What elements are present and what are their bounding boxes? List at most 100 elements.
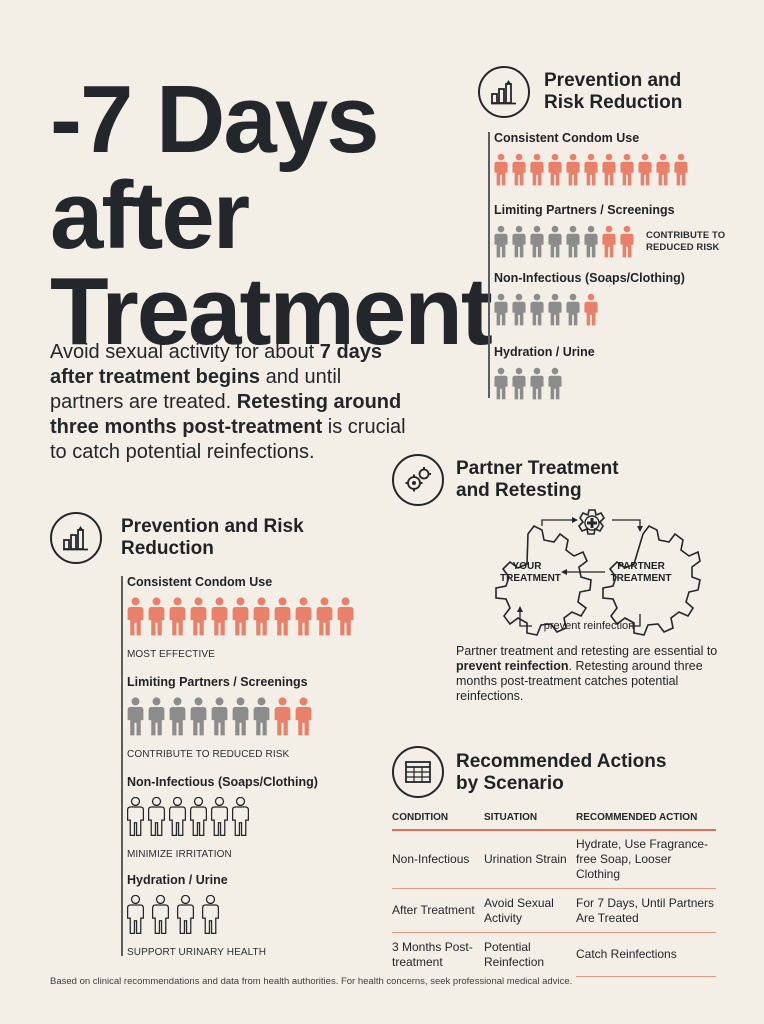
person-icon [494, 367, 508, 400]
table-cell: Catch Reinfections [576, 932, 716, 977]
prevention-top-row-note: CONTRIBUTE TO REDUCED RISK [646, 230, 726, 253]
person-icon [232, 797, 249, 837]
prevention-bottom-row-note: MOST EFFECTIVE [127, 649, 215, 660]
people-icons-row [494, 293, 744, 327]
person-icon [566, 293, 580, 326]
gears-icon [392, 454, 444, 506]
intro-paragraph: Avoid sexual activity for about 7 days a… [50, 341, 406, 463]
table-cell: Non-Infectious [392, 829, 484, 889]
table-cell: After Treatment [392, 888, 484, 933]
prevention-top-rule [488, 132, 490, 398]
person-icon [148, 797, 165, 837]
prevention-bottom-row-label: Non-Infectious (Soaps/Clothing) [127, 775, 318, 789]
people-icons-row [494, 225, 744, 259]
person-icon [169, 697, 186, 736]
person-icon [169, 597, 186, 636]
prevention-bottom-row-note: MINIMIZE IRRITATION [127, 849, 232, 860]
person-icon [211, 597, 228, 636]
person-icon [530, 225, 544, 258]
person-icon [584, 225, 598, 258]
person-icon [232, 597, 249, 636]
medical-cross-gear-icon [577, 509, 606, 535]
people-icons-row [494, 153, 744, 187]
people-icons-row [127, 895, 387, 935]
person-icon [127, 895, 144, 935]
prevention-top-row-3: Non-Infectious (Soaps/Clothing) [494, 271, 744, 345]
treatment-cycle-diagram: YOUR TREATMENT PARTNER TREATMENT prevent… [468, 506, 702, 638]
table-cell: Potential Reinfection [484, 932, 576, 977]
partner-treatment-label: PARTNER TREATMENT [610, 561, 672, 584]
prevention-top-row-label: Non-Infectious (Soaps/Clothing) [494, 271, 685, 285]
person-icon [295, 597, 312, 636]
prevention-bottom-title: Prevention and Risk Reduction [121, 516, 304, 559]
person-icon [337, 597, 354, 636]
person-icon [512, 153, 526, 186]
person-icon [148, 697, 165, 736]
person-icon [211, 697, 228, 736]
person-icon [211, 797, 228, 837]
prevention-top-row-1: Consistent Condom Use [494, 131, 744, 203]
table-cell: Avoid Sexual Activity [484, 888, 576, 933]
person-icon [602, 153, 616, 186]
prevention-top-row-2: Limiting Partners / Screenings CONTRIBUT… [494, 203, 744, 271]
person-icon [494, 293, 508, 326]
table-row: After Treatment Avoid Sexual Activity Fo… [392, 888, 716, 933]
person-icon [602, 225, 616, 258]
table-header-situation: SITUATION [484, 812, 576, 831]
person-icon [253, 597, 270, 636]
prevention-top-row-label: Consistent Condom Use [494, 131, 640, 145]
your-treatment-label: YOUR TREATMENT [500, 561, 561, 584]
person-icon [548, 225, 562, 258]
bar-chart-icon [478, 66, 530, 118]
prevention-bottom-row-label: Consistent Condom Use [127, 575, 273, 589]
partner-icon-wrap [392, 454, 444, 506]
person-icon [566, 153, 580, 186]
person-icon [177, 895, 194, 935]
person-icon [620, 225, 634, 258]
person-icon [530, 153, 544, 186]
person-icon [512, 293, 526, 326]
title-line-2: after [50, 162, 250, 269]
person-icon [190, 597, 207, 636]
page-title: -7 Days after Treatment [50, 66, 493, 365]
table-row: 3 Months Post-treatment Potential Reinfe… [392, 932, 716, 977]
prevention-top-icon-wrap [478, 66, 530, 118]
people-icons-row [127, 697, 387, 737]
person-icon [202, 895, 219, 935]
prevention-bottom-row-note: CONTRIBUTE TO REDUCED RISK [127, 749, 290, 760]
person-icon [274, 597, 291, 636]
prevention-bottom-rule [121, 576, 123, 956]
person-icon [638, 153, 652, 186]
person-icon [127, 697, 144, 736]
prevention-bottom-row-2: Limiting Partners / Screenings CONTRIBUT… [127, 675, 387, 775]
person-icon [620, 153, 634, 186]
person-icon [548, 293, 562, 326]
people-icons-row [127, 597, 387, 637]
prevention-bottom-row-4: Hydration / Urine SUPPORT URINARY HEALTH [127, 873, 387, 958]
person-icon [530, 293, 544, 326]
person-icon [656, 153, 670, 186]
person-icon [584, 153, 598, 186]
person-icon [512, 225, 526, 258]
prevent-reinfection-label: prevent reinfection [543, 620, 635, 632]
person-icon [127, 597, 144, 636]
title-line-1: -7 Days [50, 66, 380, 173]
prevention-top-panel: Consistent Condom Use Limiting Partners … [494, 131, 744, 401]
person-icon [190, 697, 207, 736]
person-icon [548, 153, 562, 186]
person-icon [512, 367, 526, 400]
prevention-bottom-row-3: Non-Infectious (Soaps/Clothing) MINIMIZE… [127, 775, 387, 873]
prevention-bottom-row-label: Limiting Partners / Screenings [127, 675, 308, 689]
person-icon [674, 153, 688, 186]
actions-title: Recommended Actions by Scenario [456, 751, 667, 794]
table-cell: 3 Months Post-treatment [392, 932, 484, 977]
table-icon [392, 746, 444, 798]
person-icon [148, 597, 165, 636]
person-icon [494, 153, 508, 186]
partner-treatment-gear [602, 524, 701, 636]
partner-title: Partner Treatment and Retesting [456, 458, 619, 501]
people-icons-row [494, 367, 744, 401]
title-line-3: Treatment [50, 258, 493, 365]
prevention-top-row-4: Hydration / Urine [494, 345, 744, 401]
person-icon [169, 797, 186, 837]
